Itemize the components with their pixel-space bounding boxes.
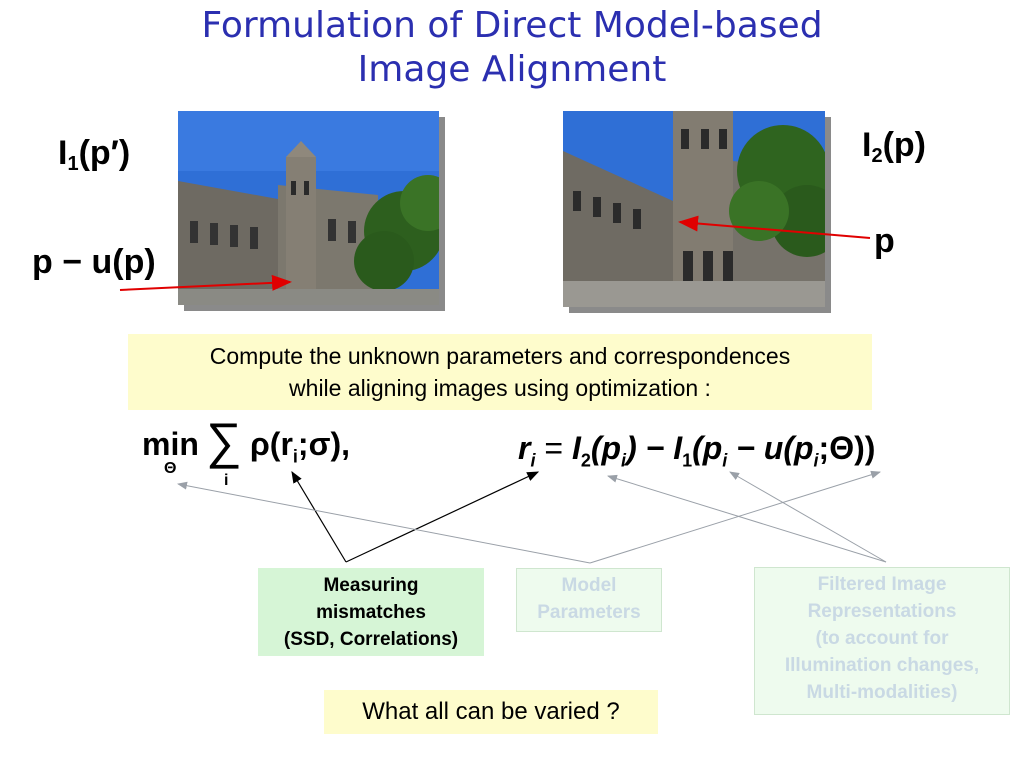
rho-term: ρ(ri;σ), (250, 426, 351, 467)
min-theta: Θ (164, 460, 177, 477)
arrow-right-correspondence (678, 215, 871, 239)
label-i1: I1(p′) (58, 134, 131, 175)
label-i2: I2(p) (862, 126, 926, 167)
arrow-filter-to-i2 (607, 474, 887, 563)
filter-line-2: Representations (807, 601, 957, 622)
arrow-mismatch-to-r (345, 471, 540, 563)
arrow-mismatch-to-rho (291, 470, 347, 563)
mismatch-line-1: Measuring (323, 575, 419, 596)
building-photo-right (563, 111, 825, 307)
arrow-left-correspondence (119, 274, 292, 291)
formula-residual: ri = I2(pi) − I1(pi − u(pi;Θ)) (518, 430, 876, 471)
sum-index: i (224, 472, 229, 489)
compute-line-2: while aligning images using optimization… (289, 375, 711, 401)
model-line-1: Model (561, 575, 617, 596)
model-parameters-box: Model Parameters (516, 568, 662, 632)
filter-line-3: (to account for (815, 628, 949, 649)
min-operator: min (142, 426, 199, 462)
arrow-filter-to-i1 (729, 471, 887, 563)
label-p-minus-u: p − u(p) (32, 243, 156, 281)
filter-line-5: Multi-modalities) (806, 682, 958, 703)
title-line-2: Image Alignment (357, 49, 667, 90)
model-line-2: Parameters (537, 602, 641, 623)
filter-line-1: Filtered Image (817, 574, 947, 595)
building-photo-left (178, 111, 439, 305)
question-box: What all can be varied ? (324, 690, 658, 734)
filtered-image-box: Filtered Image Representations (to accou… (754, 567, 1010, 715)
compute-description-box: Compute the unknown parameters and corre… (128, 334, 872, 410)
label-p: p (874, 222, 895, 260)
title-line-1: Formulation of Direct Model-based (201, 5, 823, 46)
mismatch-line-3: (SSD, Correlations) (283, 629, 459, 650)
formula-objective: min Θ ∑ i ρ(ri;σ), (142, 416, 382, 496)
mismatch-line-2: mismatches (316, 602, 426, 623)
compute-line-1: Compute the unknown parameters and corre… (209, 343, 791, 369)
slide-title: Formulation of Direct Model-based Image … (0, 4, 1024, 92)
arrow-model-to-theta-right (589, 470, 881, 564)
sum-symbol: ∑ (206, 413, 242, 469)
measuring-mismatches-box: Measuring mismatches (SSD, Correlations) (258, 568, 484, 656)
arrow-model-to-theta-left (177, 481, 591, 564)
filter-line-4: Illumination changes, (784, 655, 980, 676)
